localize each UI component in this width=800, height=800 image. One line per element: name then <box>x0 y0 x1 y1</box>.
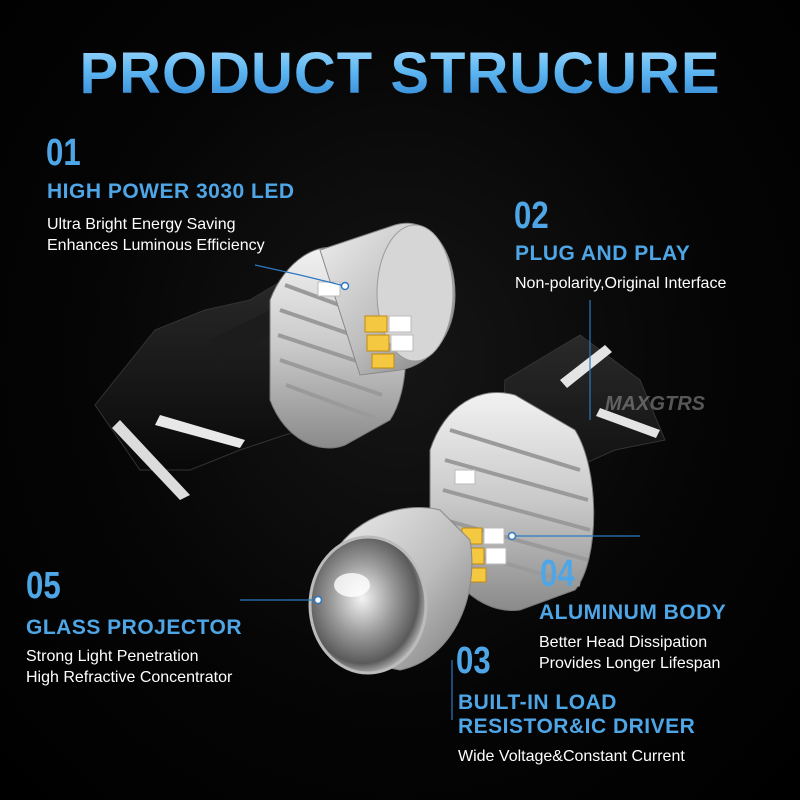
feature-02-number: 02 <box>514 195 549 237</box>
bulb-lower <box>308 334 666 675</box>
feature-05-line-2: High Refractive Concentrator <box>26 669 233 686</box>
feature-04-number: 04 <box>540 553 575 595</box>
feature-01-number: 01 <box>46 132 81 174</box>
callout-dot-04 <box>507 531 517 541</box>
feature-01-line-2: Enhances Luminous Efficiency <box>47 237 265 254</box>
feature-04-line-1: Better Head Dissipation <box>539 634 708 651</box>
feature-01-line-1: Ultra Bright Energy Saving <box>47 216 236 233</box>
feature-04-title: ALUMINUM BODY <box>539 601 727 624</box>
callout-dot-05 <box>313 595 323 605</box>
bulb-lower-base-contact-2 <box>596 408 660 438</box>
bulb-lower-led-chip-6 <box>454 469 476 485</box>
callout-lines <box>240 264 640 720</box>
feature-01-description: Ultra Bright Energy Saving Enhances Lumi… <box>47 214 265 256</box>
bulb-lower-led-chip-2 <box>483 527 505 545</box>
feature-05-line-1: Strong Light Penetration <box>26 648 199 665</box>
feature-02-line-1: Non-polarity,Original Interface <box>515 275 727 292</box>
feature-03-number: 03 <box>456 640 491 682</box>
bulb-lower-base-contact <box>560 345 612 388</box>
bulb-upper-base-contact <box>155 415 245 448</box>
bulb-upper-led-chip-5 <box>371 353 395 369</box>
bulb-lower-led-chip-4 <box>485 547 507 565</box>
brand-watermark: MAXGTRS <box>605 393 706 415</box>
callout-line-01 <box>254 264 346 287</box>
bulb-upper-led-chip-2 <box>388 315 412 333</box>
bulb-lower-glass-lens <box>308 535 428 675</box>
feature-03-description: Wide Voltage&Constant Current <box>458 746 685 767</box>
callout-dot-01 <box>340 281 350 291</box>
bulb-upper-led-chip-1 <box>364 315 388 333</box>
callout-dots <box>313 281 517 605</box>
bulb-upper-fins <box>277 283 385 420</box>
feature-02-title: PLUG AND PLAY <box>515 242 691 265</box>
feature-02-description: Non-polarity,Original Interface <box>515 273 726 294</box>
bulb-upper-base-contact-2 <box>112 420 190 500</box>
bulb-upper-led-chip-4 <box>390 334 414 352</box>
bulb-upper <box>94 222 456 500</box>
feature-05-number: 05 <box>26 565 61 607</box>
feature-05-description: Strong Light Penetration High Refractive… <box>26 646 232 688</box>
feature-04-description: Better Head Dissipation Provides Longer … <box>539 632 720 674</box>
feature-05-title: GLASS PROJECTOR <box>26 616 242 639</box>
bulb-lower-fins <box>442 428 591 587</box>
bulb-upper-led-chip-3 <box>366 334 390 352</box>
feature-03-line-1: Wide Voltage&Constant Current <box>458 748 685 765</box>
bulb-lower-lens-highlight <box>334 573 370 597</box>
feature-04-line-2: Provides Longer Lifespan <box>539 655 721 672</box>
feature-03-title-line-1: BUILT-IN LOAD <box>458 691 617 714</box>
feature-01-title: HIGH POWER 3030 LED <box>47 180 295 203</box>
feature-03-title: BUILT-IN LOAD RESISTOR&IC DRIVER <box>458 691 695 739</box>
feature-03-title-line-2: RESISTOR&IC DRIVER <box>458 715 696 738</box>
page-title: PRODUCT STRUCURE <box>0 40 800 107</box>
